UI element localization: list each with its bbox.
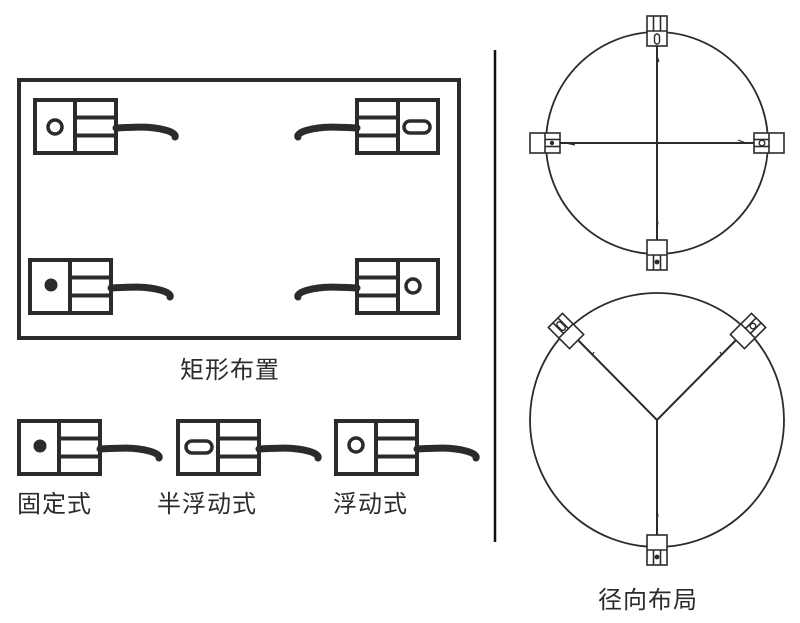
hole-slot-icon (653, 33, 661, 45)
legend-label-semi-floating: 半浮动式 (157, 490, 257, 518)
sensor-bottom (646, 239, 668, 271)
hole-slot-icon (402, 119, 432, 135)
sensor-top-right (298, 100, 438, 153)
legend (19, 421, 476, 474)
hole-circle-icon (749, 322, 757, 330)
hole-slot-icon (184, 439, 214, 455)
radial-layout-caption: 径向布局 (598, 586, 698, 614)
sensor-top (646, 15, 668, 47)
legend-label-fixed: 固定式 (17, 490, 92, 518)
hole-dot-icon (654, 554, 660, 560)
sensor-bottom-left (30, 260, 170, 313)
legend-semi-floating-symbol (178, 421, 318, 474)
legend-floating-symbol (336, 421, 476, 474)
hole-circle-icon (404, 277, 422, 295)
sensor-upper-left (547, 312, 585, 350)
hole-circle-icon (347, 436, 365, 454)
rect-layout (17, 78, 461, 340)
platform-outline (17, 78, 461, 340)
legend-label-floating: 浮动式 (333, 490, 408, 518)
legend-fixed-symbol (19, 421, 159, 474)
radial-layout (529, 292, 785, 566)
cross-layout (529, 15, 785, 271)
sensor-upper-right (729, 312, 767, 350)
hole-slot-icon (556, 321, 567, 332)
hole-circle-icon (46, 118, 64, 136)
sensor-bottom-right (298, 260, 438, 313)
sensor-left (529, 132, 561, 154)
hole-dot-icon (549, 140, 555, 146)
sensor-right (753, 132, 785, 154)
hole-dot-icon (44, 278, 58, 292)
hole-dot-icon (654, 259, 660, 265)
hole-circle-icon (758, 139, 766, 147)
rect-layout-caption: 矩形布置 (180, 356, 280, 384)
hole-dot-icon (33, 439, 47, 453)
sensor-bottom (646, 534, 668, 566)
sensor-top-left (35, 100, 175, 153)
